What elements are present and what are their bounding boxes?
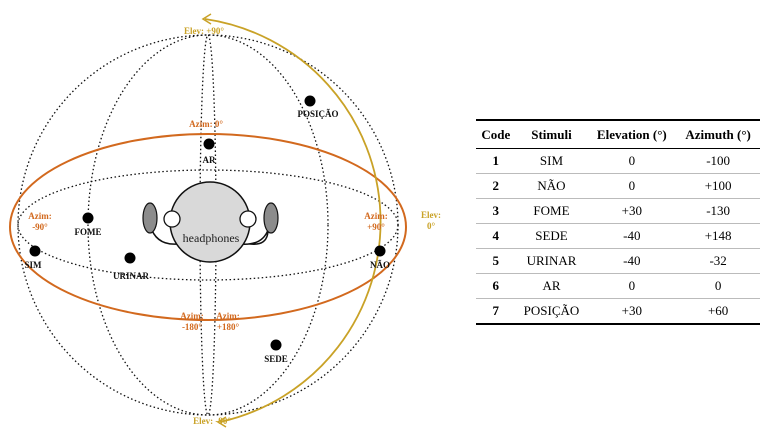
azimuth-label-right-line1: Azim: xyxy=(364,211,388,221)
elevation-label-right: Elev: 0° xyxy=(416,210,446,232)
cell-stimulus: SEDE xyxy=(535,228,568,243)
header-elevation: Elevation (°) xyxy=(596,127,667,142)
table-row: 7 POSIÇÃO +30 +60 xyxy=(476,299,760,324)
table-row: 3 FOME +30 -130 xyxy=(476,199,760,224)
cell-stimulus: AR xyxy=(542,278,561,293)
stimulus-dot-nao xyxy=(374,245,386,257)
stimulus-label-posicao: POSIÇÃO xyxy=(297,109,338,119)
cell-azimuth: +100 xyxy=(704,178,732,193)
cell-code: 3 xyxy=(492,203,500,218)
elevation-arc xyxy=(204,18,382,423)
cell-elevation: +30 xyxy=(621,203,642,218)
stimulus-label-nao: NÃO xyxy=(370,260,390,270)
spatial-sphere-diagram: headphones SIM NÃO FOME SEDE URINAR AR P… xyxy=(9,13,407,428)
elevation-label-right-text2: 0° xyxy=(426,221,436,231)
cell-stimulus: NÃO xyxy=(537,178,566,193)
stimuli-table-container: Code Stimuli Elevation (°) Azimuth (°) 1… xyxy=(476,119,760,325)
cell-elevation: +30 xyxy=(621,303,642,318)
left-earcup xyxy=(142,202,158,234)
azimuth-label-left-line1: Azim: xyxy=(28,211,52,221)
headphones-label: headphones xyxy=(183,231,240,245)
stimulus-points xyxy=(29,95,386,351)
azimuth-label-back-right-line1: Azim: xyxy=(216,311,240,321)
table-row: 2 NÃO 0 +100 xyxy=(476,174,760,199)
azimuth-label-front: Azim: 0° xyxy=(189,119,223,129)
cell-azimuth: -32 xyxy=(709,253,727,268)
azimuth-label-back-left-line1: Azim: xyxy=(180,311,204,321)
stimulus-dot-ar xyxy=(203,138,215,150)
meridian-outer xyxy=(87,34,329,416)
stimuli-table: Code Stimuli Elevation (°) Azimuth (°) 1… xyxy=(476,119,760,325)
stimulus-dot-posicao xyxy=(304,95,316,107)
cell-azimuth: -130 xyxy=(706,203,731,218)
cell-stimulus: SIM xyxy=(539,153,564,168)
cell-azimuth: -100 xyxy=(706,153,731,168)
header-azimuth: Azimuth (°) xyxy=(685,127,751,142)
right-earcup xyxy=(263,202,279,234)
cell-code: 4 xyxy=(492,228,500,243)
header-code: Code xyxy=(481,127,511,142)
cell-stimulus: URINAR xyxy=(526,253,577,268)
elevation-label-top: Elev: +90° xyxy=(184,26,224,36)
cell-elevation: 0 xyxy=(628,153,636,168)
elevation-arrow-top xyxy=(201,13,212,25)
azimuth-ring xyxy=(9,133,407,321)
stimulus-dot-sim xyxy=(29,245,41,257)
elevation-label-bottom: Elev: -90° xyxy=(193,416,231,426)
azimuth-label-back-left-line2: -180° xyxy=(182,322,202,332)
cell-code: 5 xyxy=(492,253,500,268)
right-ear xyxy=(239,210,257,228)
stimulus-dot-sede xyxy=(270,339,282,351)
headphones-figure: headphones xyxy=(142,181,279,263)
header-stimuli: Stimuli xyxy=(531,127,572,142)
table-row: 5 URINAR -40 -32 xyxy=(476,249,760,274)
table-row: 6 AR 0 0 xyxy=(476,274,760,299)
cell-code: 7 xyxy=(492,303,500,318)
cell-code: 6 xyxy=(492,278,500,293)
azimuth-label-right-line2: +90° xyxy=(367,222,385,232)
cell-azimuth: +60 xyxy=(707,303,729,318)
stimulus-label-ar: AR xyxy=(203,155,216,165)
cell-stimulus: POSIÇÃO xyxy=(523,303,580,318)
elevation-label-right-text1: Elev: xyxy=(421,210,441,220)
cell-stimulus: FOME xyxy=(533,203,570,218)
head-circle xyxy=(169,181,251,263)
stimulus-label-urinar: URINAR xyxy=(113,271,150,281)
cell-code: 2 xyxy=(492,178,500,193)
azimuth-label-back-right-line2: +180° xyxy=(217,322,240,332)
cell-elevation: -40 xyxy=(623,228,641,243)
cell-azimuth: +148 xyxy=(704,228,732,243)
elevation-arrow-bottom xyxy=(216,416,227,428)
cell-elevation: -40 xyxy=(623,253,641,268)
horizontal-plane xyxy=(17,169,399,281)
stimulus-dot-fome xyxy=(82,212,94,224)
table-row: 4 SEDE -40 +148 xyxy=(476,224,760,249)
cell-azimuth: 0 xyxy=(714,278,722,293)
azimuth-label-left-line2: -90° xyxy=(32,222,48,232)
cell-elevation: 0 xyxy=(628,178,636,193)
stimulus-label-sim: SIM xyxy=(24,260,42,270)
stimulus-label-fome: FOME xyxy=(75,227,102,237)
left-ear xyxy=(163,210,181,228)
stimulus-label-sede: SEDE xyxy=(264,354,288,364)
table-header-row: Code Stimuli Elevation (°) Azimuth (°) xyxy=(476,120,760,149)
cell-elevation: 0 xyxy=(628,278,636,293)
cell-code: 1 xyxy=(492,153,500,168)
table-row: 1 SIM 0 -100 xyxy=(476,149,760,174)
stimulus-dot-urinar xyxy=(124,252,136,264)
